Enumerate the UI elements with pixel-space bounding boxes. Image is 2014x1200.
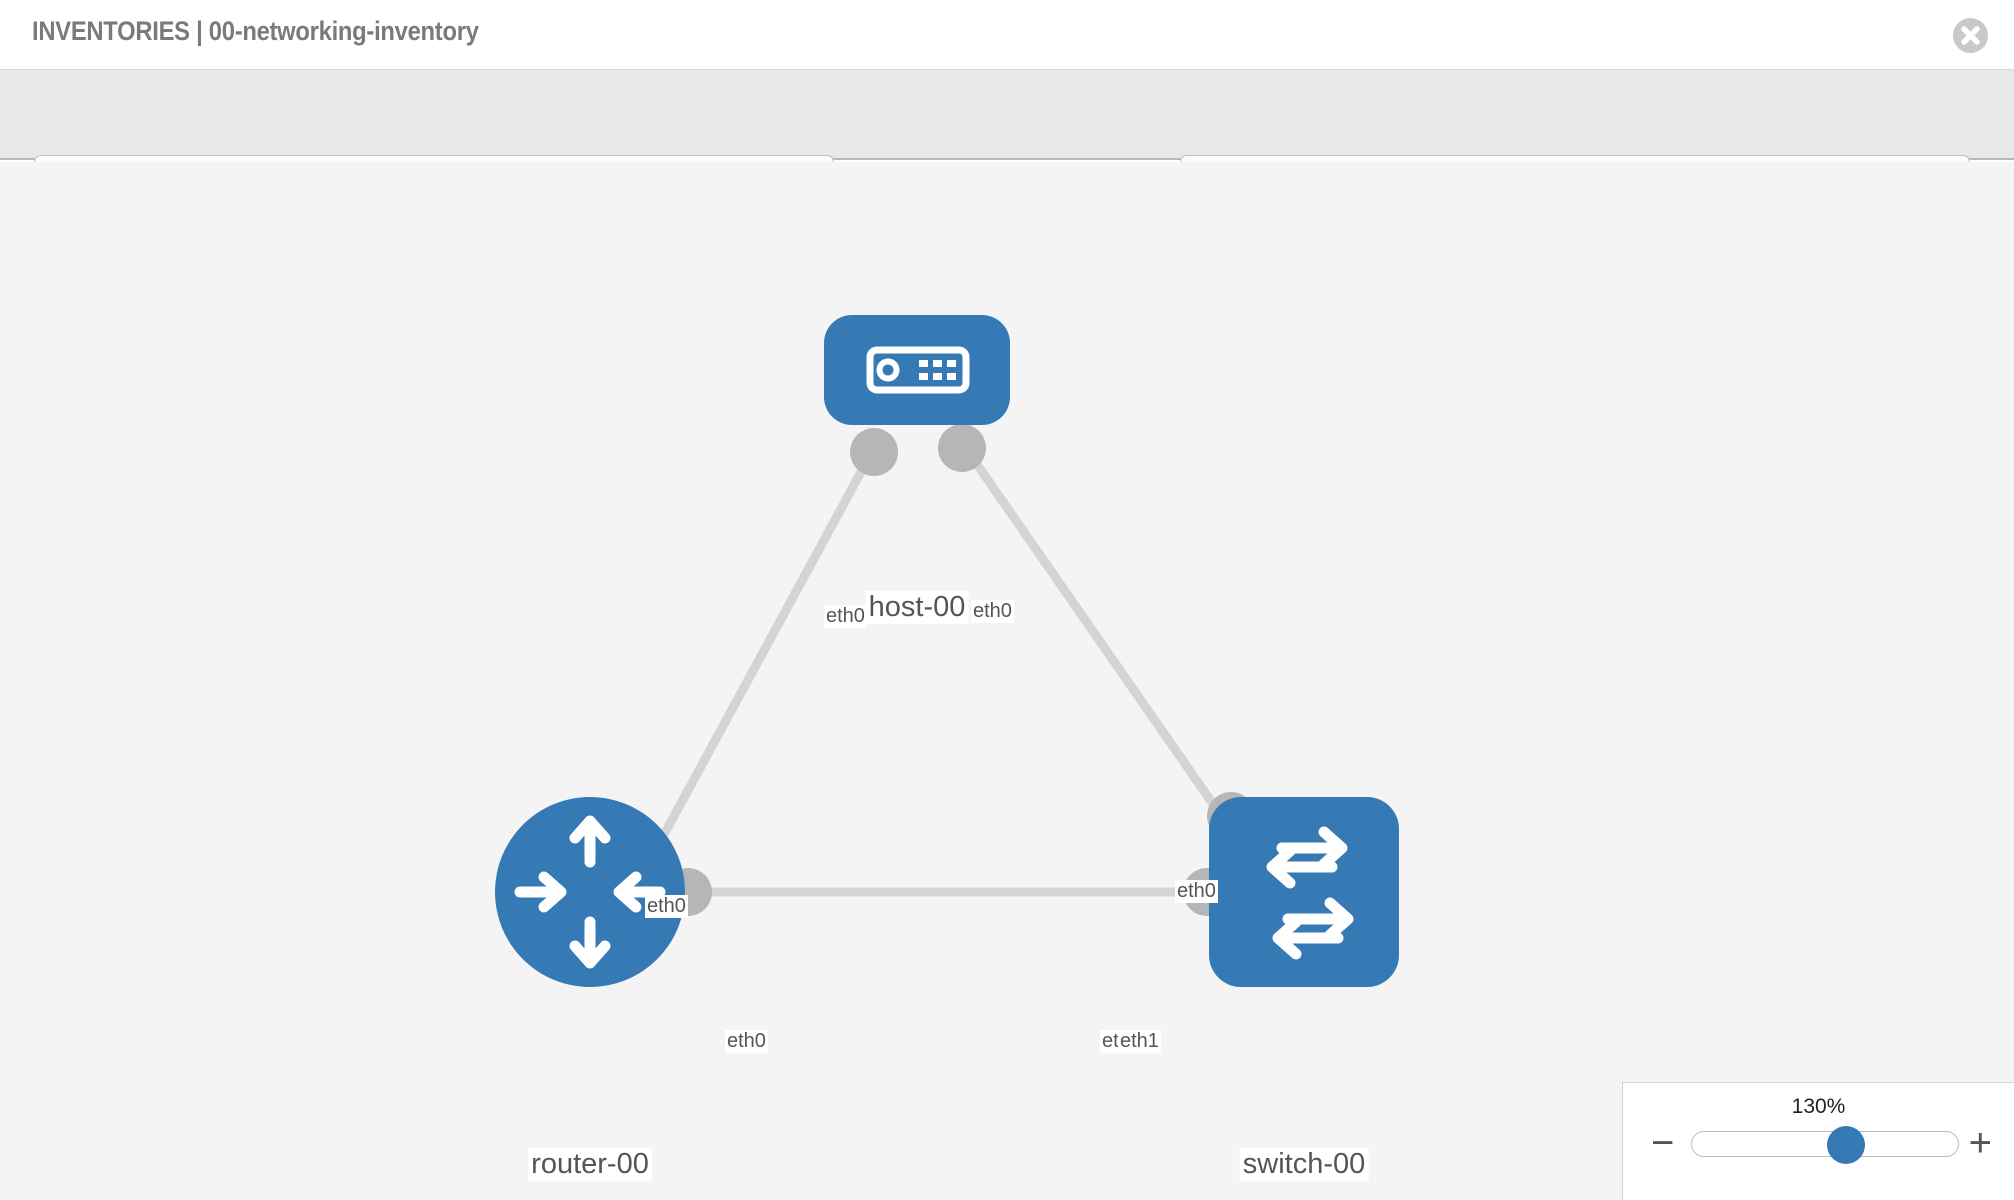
close-icon xyxy=(1961,26,1980,45)
zoom-out-button[interactable]: − xyxy=(1651,1121,1675,1165)
node-switch-00[interactable] xyxy=(1209,797,1399,987)
iface-label-host00-left: eth0 xyxy=(824,605,867,628)
zoom-slider[interactable] xyxy=(1691,1126,1959,1164)
port-host00-eth0-right[interactable] xyxy=(938,424,986,472)
zoom-percent-label: 130% xyxy=(1791,1095,1846,1118)
switch-arrows-icon xyxy=(1266,826,1354,960)
node-label-host-00: host-00 xyxy=(865,591,969,624)
page-header: INVENTORIES | 00-networking-inventory xyxy=(0,0,2014,70)
topology-graph xyxy=(495,315,1399,987)
page-title: INVENTORIES | 00-networking-inventory xyxy=(32,16,479,46)
port-host00-eth0-left[interactable] xyxy=(850,428,898,476)
toolbar: ACTIONS SEARCH xyxy=(0,70,2014,212)
node-label-router-00: router-00 xyxy=(528,1148,652,1181)
zoom-in-button[interactable]: + xyxy=(1968,1121,1992,1165)
node-label-switch-00: switch-00 xyxy=(1239,1148,1369,1181)
iface-label-host00-right: eth0 xyxy=(971,600,1014,623)
zoom-control: 130% − + xyxy=(1622,1082,2014,1200)
zoom-slider-thumb[interactable] xyxy=(1827,1126,1866,1164)
topology-links xyxy=(656,434,1226,897)
server-device-icon xyxy=(866,346,970,394)
router-four-arrows-icon xyxy=(514,815,666,969)
close-button[interactable] xyxy=(1953,18,1988,53)
iface-label-router00-eth0: eth0 xyxy=(725,1030,768,1053)
node-router-00[interactable] xyxy=(495,797,685,987)
iface-label-router00-uplink: eth0 xyxy=(645,895,688,918)
iface-label-switch00-eth1: eth1 xyxy=(1118,1030,1161,1053)
link-host00-router00[interactable] xyxy=(656,434,884,845)
node-host-00[interactable] xyxy=(824,315,1010,425)
iface-label-switch00-uplink: eth0 xyxy=(1175,880,1218,903)
topology-canvas[interactable]: eth0 eth0 eth0 eth0 eth0 eth eth1 host-0… xyxy=(0,162,2014,1200)
link-host00-switch00[interactable] xyxy=(954,434,1226,820)
